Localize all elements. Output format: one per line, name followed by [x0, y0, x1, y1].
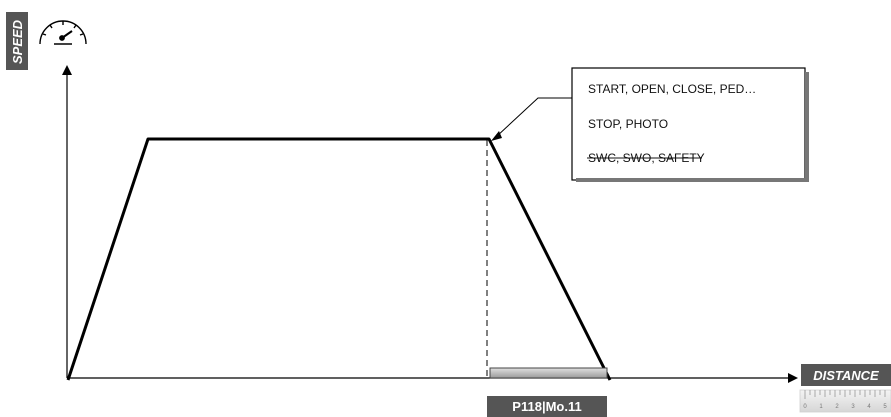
- decel-distance-bar: [489, 367, 608, 379]
- ruler-number: 0: [803, 404, 807, 410]
- ruler-number: 4: [867, 404, 871, 410]
- callout-line-1: START, OPEN, CLOSE, PED…: [588, 82, 756, 96]
- x-axis-label-tag: DISTANCE: [801, 364, 891, 386]
- speedometer-icon: [39, 20, 87, 45]
- axes: [62, 65, 798, 383]
- ruler-number: 5: [883, 404, 887, 410]
- ruler-number: 3: [851, 404, 855, 410]
- command-callout-box: START, OPEN, CLOSE, PED… STOP, PHOTO SWC…: [571, 67, 809, 182]
- callout-line-2: STOP, PHOTO: [588, 117, 668, 131]
- ruler-number: 2: [835, 404, 839, 410]
- callout-connector: [491, 97, 572, 141]
- ruler-number: 1: [819, 404, 823, 410]
- parameter-label: P118|Mo.11: [512, 399, 581, 414]
- y-axis-label: SPEED: [10, 19, 25, 64]
- speed-profile-line: [66, 137, 612, 381]
- y-axis-label-tag: SPEED: [6, 12, 28, 70]
- ruler-icon: 0 1 2 3 4 5: [799, 389, 891, 413]
- x-axis-label: DISTANCE: [813, 368, 879, 383]
- parameter-tag: P118|Mo.11: [487, 396, 607, 417]
